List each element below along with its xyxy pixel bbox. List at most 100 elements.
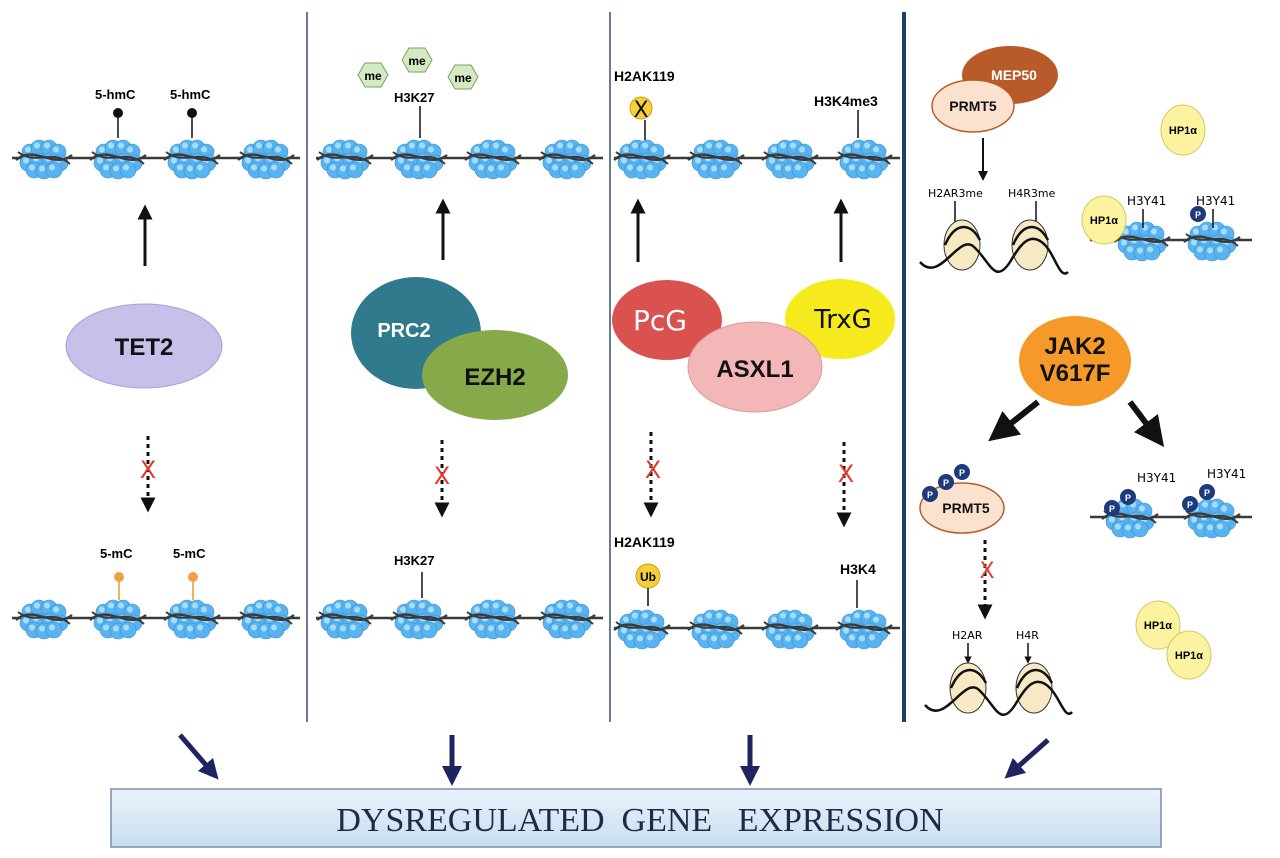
svg-text:me: me: [408, 54, 426, 68]
bottom-mark-2: 5-mC: [173, 546, 206, 600]
x-mark: X: [434, 462, 450, 490]
svg-text:P: P: [1195, 210, 1201, 220]
bottom-mark-h3k27: H3K27: [394, 553, 434, 568]
hp1a-oval-3: [1135, 600, 1181, 650]
nucleosome: [316, 139, 374, 180]
nucleosome: [390, 599, 448, 640]
h3y41-mid-1: H3Y41: [1137, 471, 1176, 485]
bottom-left-mark: H2AK119: [614, 534, 675, 550]
jak2-line2: V617F: [1040, 360, 1111, 387]
ub-label: Ub: [640, 570, 656, 584]
nucleosome: [687, 139, 745, 180]
svg-text:5-mC: 5-mC: [100, 546, 133, 561]
svg-text:me: me: [454, 71, 472, 85]
prc2-label: PRC2: [377, 320, 430, 342]
nucleosome: [237, 139, 295, 180]
asxl1-oval: [687, 321, 823, 413]
nucleosome: [761, 139, 819, 180]
h2ar-label: H2AR: [952, 629, 983, 642]
convergence-arrows: [178, 733, 1050, 786]
h4r3me-label: H4R3me: [1008, 187, 1056, 200]
ub-removed: [629, 96, 653, 120]
jak2-line1: JAK2: [1044, 333, 1105, 360]
top-mark-1: 5-hmC: [95, 87, 136, 138]
svg-text:HP1α: HP1α: [1144, 620, 1172, 632]
top-mark-h3k27: H3K27: [394, 90, 434, 105]
me-hex-2: me: [401, 47, 433, 73]
nucleosome: [163, 139, 221, 180]
svg-text:HP1α: HP1α: [1175, 650, 1203, 662]
x-mark-right: X: [838, 460, 854, 488]
me-hex-3: me: [447, 64, 479, 90]
h3y41-top-1: H3Y41: [1127, 194, 1166, 208]
ezh2-label: EZH2: [464, 364, 525, 391]
nucleosome: [538, 139, 596, 180]
nucleosome: [1113, 221, 1171, 262]
nucleosome-layer: [15, 139, 1241, 650]
svg-text:P: P: [1125, 493, 1131, 503]
me-hex-1: me: [357, 62, 389, 88]
nucleosome: [464, 139, 522, 180]
x-mark: X: [140, 456, 156, 484]
svg-text:P: P: [1109, 504, 1115, 514]
nucleosome: [237, 599, 295, 640]
nucleosome: [687, 609, 745, 650]
svg-text:5-mC: 5-mC: [173, 546, 206, 561]
banner: [110, 788, 1162, 848]
svg-text:P: P: [943, 478, 949, 488]
nucleosome: [538, 599, 596, 640]
pcg-oval: [612, 280, 722, 360]
panel-prc2: me me me H3K27 PRC2 EZH2 X H3K27: [351, 47, 568, 598]
bottom-right-mark: H3K4: [840, 561, 876, 577]
svg-text:5-hmC: 5-hmC: [170, 87, 211, 102]
phospho-top: [1190, 206, 1206, 222]
arrow-left: [988, 399, 1040, 442]
hp1a-oval-4: [1166, 630, 1212, 680]
nucleosome: [613, 609, 671, 650]
trxg-oval: [785, 279, 895, 359]
panel-jak2: MEP50 PRMT5 H2AR3me H4R3me HP1α HP1α H3Y…: [919, 46, 1246, 716]
nucleosome: [464, 599, 522, 640]
top-mark-2: 5-hmC: [170, 87, 211, 138]
prmt5-p-label: PRMT5: [942, 500, 990, 516]
top-left-mark: H2AK119: [614, 68, 675, 84]
nucleosome: [390, 139, 448, 180]
nucleosome: [89, 599, 147, 640]
tet2-oval: [65, 303, 223, 389]
chromatin-coil-bottom: [924, 662, 1073, 716]
prmt5-label: PRMT5: [949, 98, 997, 114]
panel-tet2: 5-hmC 5-hmC TET2 X 5-mC 5-mC: [65, 87, 223, 600]
nucleosome: [835, 609, 893, 650]
ub-removed-x: X: [633, 98, 648, 123]
nucleosome: [761, 609, 819, 650]
h3y41-top-2: H3Y41: [1196, 194, 1235, 208]
jak2-oval: [1019, 316, 1131, 406]
ezh2-oval: [422, 330, 568, 420]
prmt5-oval: [931, 79, 1015, 133]
nucleosome: [15, 599, 73, 640]
nucleosome: [1183, 498, 1241, 539]
arrow-right: [1127, 400, 1165, 447]
nucleosome: [613, 139, 671, 180]
mep50-label: MEP50: [991, 67, 1037, 83]
h2ar3me-label: H2AR3me: [928, 187, 983, 200]
panel-asxl1: H2AK119 X H3K4me3 PcG TrxG ASXL1 X X H2A…: [612, 68, 895, 608]
h4r-label: H4R: [1016, 629, 1039, 642]
svg-text:P: P: [959, 468, 965, 478]
nucleosome: [835, 139, 893, 180]
nucleosome: [163, 599, 221, 640]
svg-text:P: P: [927, 490, 933, 500]
nucleosome: [89, 139, 147, 180]
nucleosome: [316, 599, 374, 640]
svg-text:HP1α: HP1α: [1090, 215, 1118, 227]
tet2-label: TET2: [115, 334, 174, 361]
trxg-label: TrxG: [813, 305, 872, 335]
asxl1-label: ASXL1: [716, 356, 793, 383]
chromatin-coil-top: [919, 219, 1069, 275]
banner-text: DYSREGULATED GENE EXPRESSION: [336, 802, 943, 839]
svg-text:P: P: [1204, 488, 1210, 498]
top-right-mark: H3K4me3: [814, 93, 878, 109]
hp1a-oval-2: [1081, 195, 1127, 245]
x-mark: X: [979, 559, 994, 584]
